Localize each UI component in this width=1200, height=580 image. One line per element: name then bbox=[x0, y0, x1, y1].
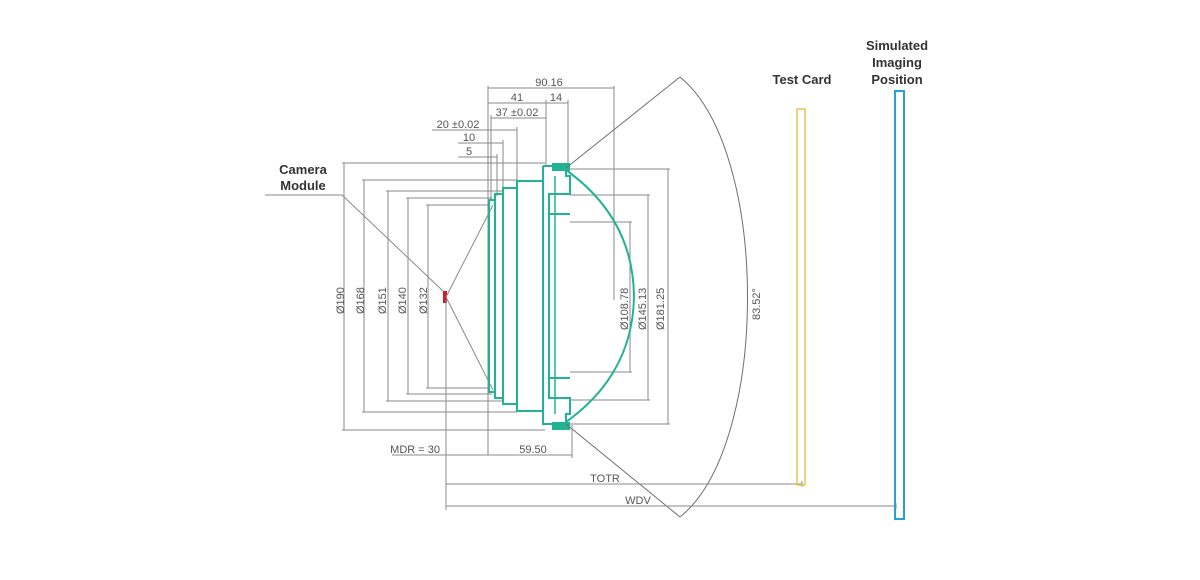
test-card bbox=[796, 108, 806, 486]
length-14-label: 14 bbox=[550, 92, 562, 104]
length-5-label: 5 bbox=[466, 146, 472, 158]
simulated-imaging-label-line1: Simulated bbox=[866, 38, 928, 53]
length-20-label: 20 ±0.02 bbox=[437, 119, 480, 131]
field-of-view-angle bbox=[565, 76, 748, 518]
cone-line-bottom bbox=[445, 296, 494, 391]
diameter-168-label: Ø168 bbox=[355, 287, 367, 314]
mdr-label: MDR = 30 bbox=[390, 444, 440, 456]
diameter-190-label: Ø190 bbox=[335, 287, 347, 314]
simulated-imaging-label-line2: Imaging bbox=[872, 55, 922, 70]
camera-module-label-line1: Camera bbox=[279, 162, 327, 177]
camera-module-leader bbox=[265, 194, 445, 293]
length-59-50-label: 59.50 bbox=[519, 444, 547, 456]
top-length-dimensions bbox=[432, 86, 615, 455]
right-diameter-dimensions bbox=[570, 168, 670, 425]
bottom-dimensions bbox=[392, 300, 897, 510]
cone-line-top bbox=[445, 204, 494, 298]
diameter-140-label: Ø140 bbox=[397, 287, 409, 314]
length-10-label: 10 bbox=[463, 132, 475, 144]
wdv-label: WDV bbox=[625, 495, 651, 507]
diameter-132-label: Ø132 bbox=[418, 287, 430, 314]
simulated-imaging-label-line3: Position bbox=[871, 72, 922, 87]
length-41-label: 41 bbox=[511, 92, 523, 104]
length-37-label: 37 ±0.02 bbox=[496, 107, 539, 119]
diameter-181-25-label: Ø181.25 bbox=[655, 288, 667, 330]
diameter-145-13-label: Ø145.13 bbox=[637, 288, 649, 330]
totr-label: TOTR bbox=[590, 473, 620, 485]
simulated-imaging-plate bbox=[894, 90, 905, 520]
camera-module-label-line2: Module bbox=[280, 178, 326, 193]
length-90-16-label: 90.16 bbox=[535, 77, 563, 89]
angle-label: 83.52° bbox=[751, 288, 763, 320]
test-card-label: Test Card bbox=[773, 72, 832, 87]
diameter-151-label: Ø151 bbox=[377, 287, 389, 314]
diameter-108-78-label: Ø108.78 bbox=[619, 288, 631, 330]
lens-body bbox=[488, 163, 636, 430]
camera-sensor bbox=[443, 291, 447, 303]
